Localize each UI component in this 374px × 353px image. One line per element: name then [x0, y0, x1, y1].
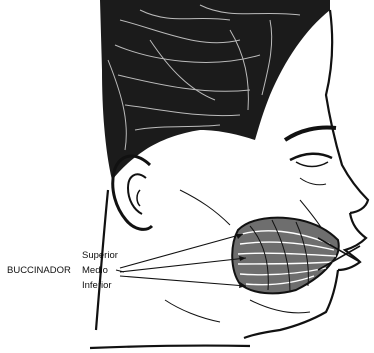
pointer-inferior — [120, 276, 246, 286]
eye-illustration — [285, 128, 336, 185]
buccinator-muscle — [232, 218, 360, 294]
muscle-label: BUCCINADOR — [7, 265, 71, 276]
pointer-superior — [120, 234, 243, 268]
label-inferior: Inferior — [82, 280, 112, 291]
label-medio: Medio — [82, 265, 108, 276]
hair-illustration — [100, 0, 330, 180]
label-lines — [116, 234, 246, 286]
pointer-medio — [120, 258, 246, 272]
label-superior: Superior — [82, 250, 118, 261]
